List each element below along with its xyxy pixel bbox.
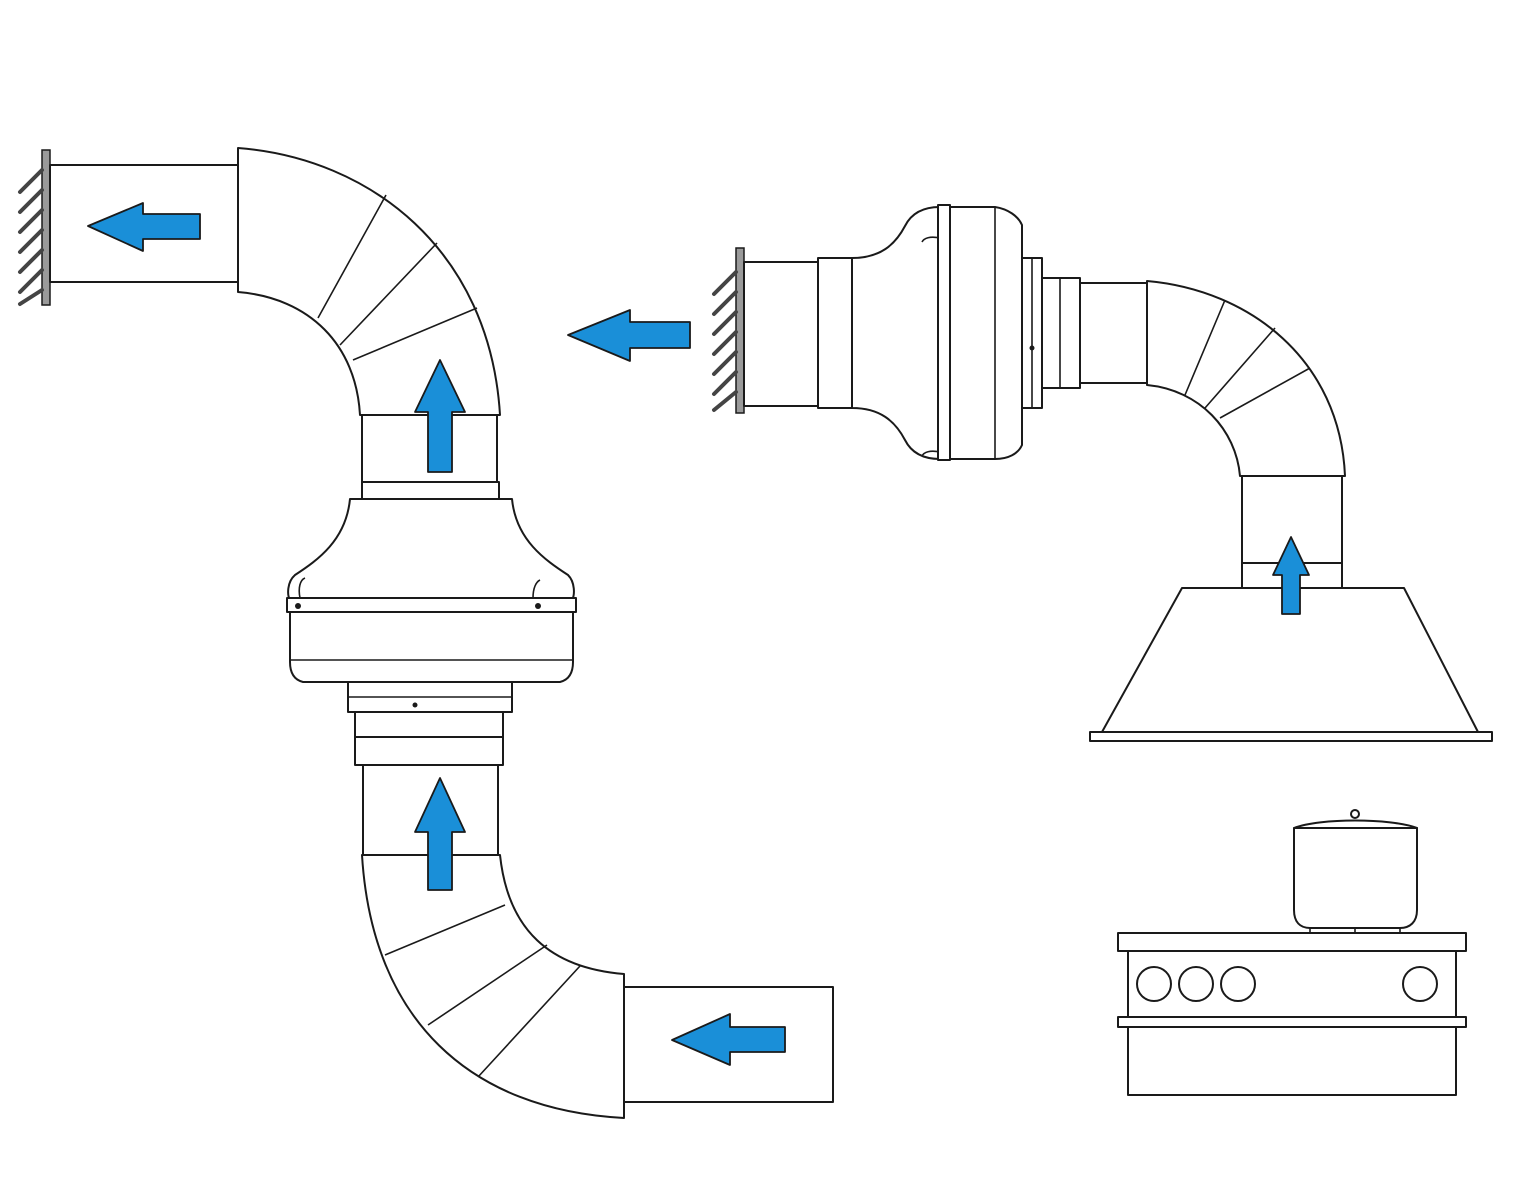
left-upper-collar xyxy=(361,481,500,500)
cooking-pot xyxy=(1293,809,1418,933)
airflow-arrows xyxy=(87,202,1310,1066)
left-upper-elbow xyxy=(237,147,501,416)
stove-knob xyxy=(1136,966,1172,1002)
right-inline-fan xyxy=(743,204,1081,461)
left-inline-fan xyxy=(286,498,577,766)
airflow-arrow-left-outlet xyxy=(87,202,201,252)
airflow-arrow-middle xyxy=(567,309,691,362)
airflow-arrow-upper-duct xyxy=(414,359,466,473)
stove-knob xyxy=(1220,966,1256,1002)
stove-knob xyxy=(1178,966,1214,1002)
right-wall-grille xyxy=(712,247,745,414)
airflow-arrow-hood xyxy=(1272,536,1310,615)
airflow-arrow-lower-duct xyxy=(414,777,466,891)
airflow-arrow-inlet xyxy=(671,1013,786,1066)
right-elbow xyxy=(1146,280,1346,477)
left-wall-grille xyxy=(18,149,51,306)
stove xyxy=(1117,932,1467,1096)
left-exhaust-system xyxy=(18,147,834,1119)
range-hood xyxy=(1089,587,1493,742)
right-horizontal-duct xyxy=(1079,282,1148,384)
left-lower-elbow xyxy=(361,854,625,1119)
stove-knob xyxy=(1402,966,1438,1002)
right-hood-system xyxy=(712,204,1493,1096)
